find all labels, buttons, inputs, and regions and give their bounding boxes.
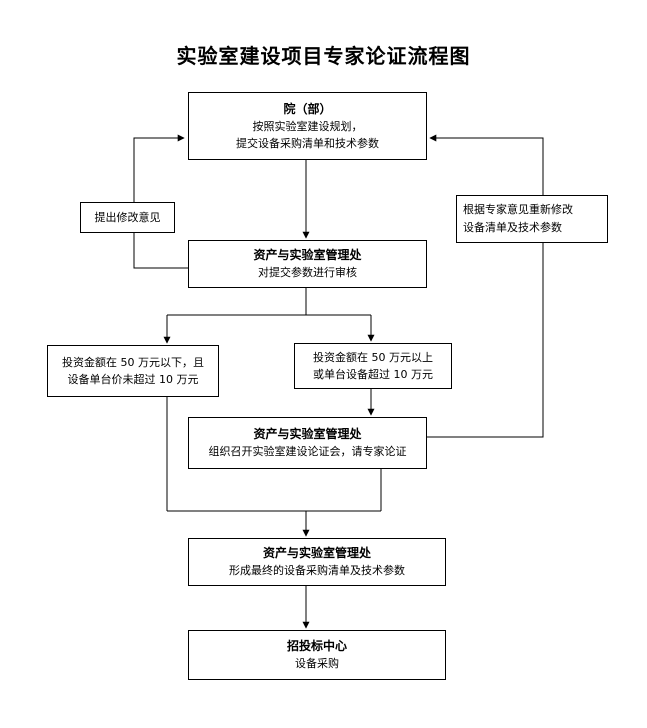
feedback-right-note: 根据专家意见重新修改 设备清单及技术参数 [456,195,608,243]
office-expert-heading: 资产与实验室管理处 [253,427,362,441]
office-expert-line: 组织召开实验室建设论证会，请专家论证 [208,445,407,458]
office-expert-box: 资产与实验室管理处 组织召开实验室建设论证会，请专家论证 [188,417,427,469]
feedback-right-text: 设备清单及技术参数 [463,221,562,234]
office-final-line: 形成最终的设备采购清单及技术参数 [229,564,405,577]
feedback-right-text: 根据专家意见重新修改 [463,203,573,216]
branch-high-line: 或单台设备超过 10 万元 [313,368,433,381]
bidding-box: 招投标中心 设备采购 [188,630,446,680]
office-final-heading: 资产与实验室管理处 [262,546,371,560]
dept-heading: 院（部） [283,101,332,116]
office-final-box: 资产与实验室管理处 形成最终的设备采购清单及技术参数 [188,538,446,586]
dept-box: 院（部） 按照实验室建设规划， 提交设备采购清单和技术参数 [188,92,427,160]
branch-low-line: 设备单台价未超过 10 万元 [67,373,199,386]
office-review-heading: 资产与实验室管理处 [253,248,362,262]
branch-low-box: 投资金额在 50 万元以下，且 设备单台价未超过 10 万元 [47,345,219,397]
feedback-left-text: 提出修改意见 [94,210,161,224]
bidding-line: 设备采购 [295,657,339,670]
office-review-line: 对提交参数进行审核 [258,266,357,279]
bidding-heading: 招投标中心 [286,639,347,653]
page-title: 实验室建设项目专家论证流程图 [176,44,471,68]
feedback-right-line [427,134,544,438]
branch-low-line: 投资金额在 50 万元以下，且 [62,356,204,369]
branch-high-line: 投资金额在 50 万元以上 [313,351,433,364]
branch-high-box: 投资金额在 50 万元以上 或单台设备超过 10 万元 [294,343,452,389]
dept-line: 按照实验室建设规划， [252,119,363,133]
dept-line: 提交设备采购清单和技术参数 [236,136,379,150]
feedback-left-note: 提出修改意见 [80,202,175,233]
office-review-box: 资产与实验室管理处 对提交参数进行审核 [188,240,427,288]
